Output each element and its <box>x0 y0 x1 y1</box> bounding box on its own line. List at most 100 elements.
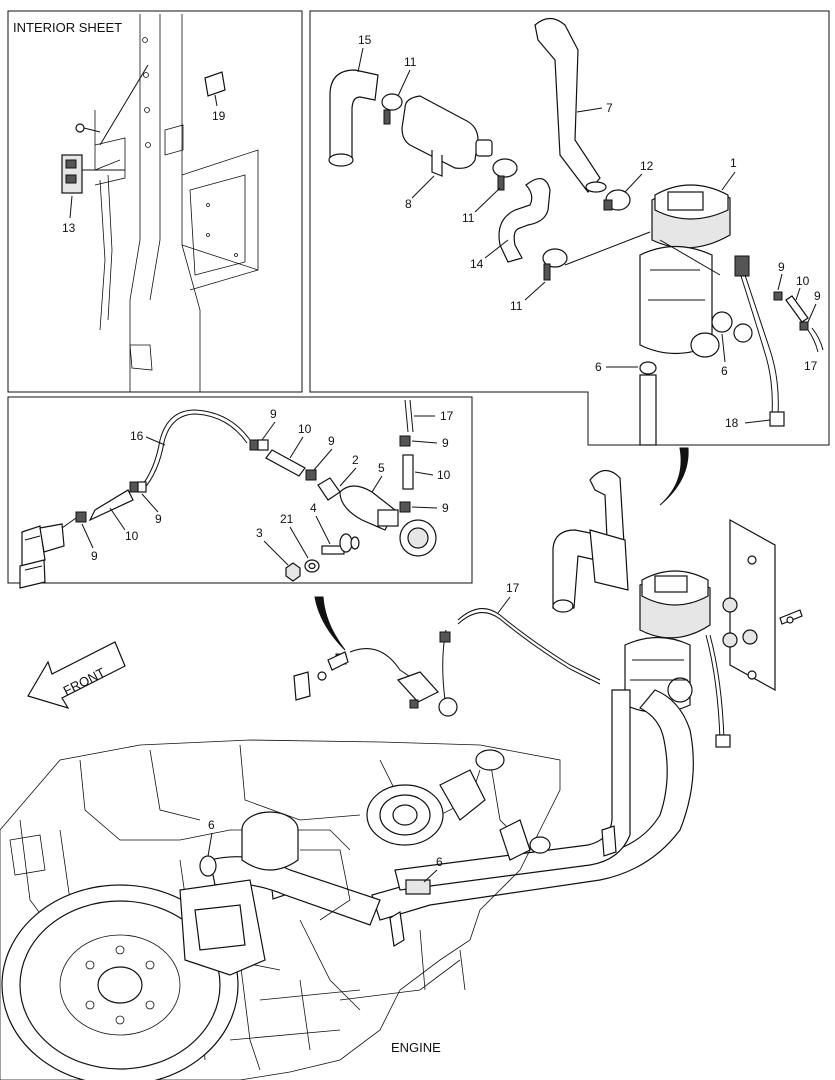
callout-5: 5 <box>378 461 385 475</box>
callout-arrow-left <box>314 596 346 651</box>
callout-6c: 6 <box>208 818 215 832</box>
part-9-fitting-b <box>75 511 87 523</box>
callout-9h: 9 <box>442 501 449 515</box>
leader-4 <box>315 515 331 545</box>
coolant-fitting-6c <box>199 855 217 877</box>
mini-tank-fitting <box>293 651 349 701</box>
callout-12: 12 <box>640 159 654 173</box>
interior-sheet-structure <box>94 14 259 392</box>
mini-fuel-pump <box>335 631 458 717</box>
leader-6c <box>207 832 213 857</box>
part-10-hose-b <box>265 449 306 477</box>
part-18-wire <box>744 274 779 416</box>
callout-13: 13 <box>62 221 76 235</box>
leader-9g <box>411 440 438 444</box>
mounted-heater <box>624 570 711 714</box>
callout-arrow-right <box>659 447 689 506</box>
part-2-pump-inlet <box>317 477 341 501</box>
leader-1 <box>721 171 736 191</box>
part-14-hose <box>498 178 551 263</box>
mounted-elbow-hose <box>552 529 629 613</box>
callout-6b: 6 <box>721 364 728 378</box>
leader-14 <box>484 239 509 259</box>
callout-4: 4 <box>310 501 317 515</box>
heater-assembly-panel <box>309 10 830 446</box>
leader-12 <box>624 173 643 193</box>
engine-flywheel <box>1 884 239 1080</box>
callout-17a: 17 <box>804 359 818 373</box>
part-11-clamp-b <box>492 158 518 191</box>
part-12-clamp <box>603 189 631 211</box>
callout-9c: 9 <box>778 260 785 274</box>
callout-21: 21 <box>280 512 294 526</box>
part-17-line-b <box>404 399 414 433</box>
leader-6d <box>423 869 438 883</box>
part-17-line-a <box>807 329 819 353</box>
leader-10a <box>795 287 801 301</box>
tank-fitting <box>19 517 77 589</box>
interior-sheet-panel <box>7 10 303 393</box>
part-9-fitting-f <box>305 469 317 481</box>
part-9-fitting-e <box>249 439 269 451</box>
callout-10c: 10 <box>437 468 451 482</box>
interior-sheet-title: INTERIOR SHEET <box>13 20 122 35</box>
part-9-fitting-h <box>399 501 411 513</box>
leader-11c-to-heater <box>564 231 651 266</box>
callout-9a: 9 <box>155 512 162 526</box>
engine-turbo <box>366 749 551 861</box>
leader-9f <box>313 448 333 471</box>
part-10-hose-a <box>785 295 809 323</box>
part-18-wire-b <box>740 275 773 416</box>
coolant-fitting-6d <box>405 879 431 895</box>
part-3-nut <box>285 562 301 582</box>
callout-14: 14 <box>470 257 484 271</box>
part-1-heater <box>639 184 750 358</box>
callout-19: 19 <box>212 109 226 123</box>
leader-15 <box>357 47 364 73</box>
leader-3 <box>263 540 289 566</box>
part-9-fitting-g <box>399 435 411 447</box>
callout-6d: 6 <box>436 855 443 869</box>
part-11-clamp-a <box>381 93 403 125</box>
part-11-clamp-c <box>542 248 568 281</box>
part-17-line-a2 <box>811 327 824 351</box>
leader-19b <box>214 94 218 107</box>
callout-9d: 9 <box>814 289 821 303</box>
leader-9a <box>141 493 159 513</box>
callout-9g: 9 <box>442 436 449 450</box>
callout-16: 16 <box>130 429 144 443</box>
hose-detail-panel <box>7 396 473 584</box>
callout-10b: 10 <box>298 422 312 436</box>
leader-21 <box>289 526 309 559</box>
leader-5 <box>371 475 383 493</box>
part-19-pad <box>204 71 226 97</box>
part-9-fitting-d <box>799 321 809 331</box>
part-10-hose-d <box>88 489 134 522</box>
callout-11b: 11 <box>462 211 475 225</box>
coolant-hose-main <box>269 689 694 947</box>
leader-10c <box>414 471 434 476</box>
leader-9d <box>807 303 817 323</box>
part-21-washer <box>304 559 320 573</box>
callout-8: 8 <box>405 197 412 211</box>
callout-6a: 6 <box>595 360 602 374</box>
callout-18: 18 <box>725 416 739 430</box>
part-17-fuel-line-route <box>349 608 601 701</box>
front-direction-arrow: FRONT <box>27 641 126 710</box>
leader-11c <box>524 281 546 301</box>
leader-9c <box>777 273 783 291</box>
part-4-bolt <box>321 533 360 555</box>
part-6-cap <box>733 323 753 343</box>
callout-2: 2 <box>352 453 359 467</box>
part-7-intake-pipe <box>534 17 607 193</box>
leader-18 <box>744 419 771 424</box>
leader-13 <box>69 195 73 219</box>
part-9-fitting-a <box>129 481 147 493</box>
leader-17c <box>497 596 511 614</box>
part-16-fuel-line <box>139 409 251 491</box>
leader-8 <box>411 175 435 199</box>
callout-1: 1 <box>730 156 737 170</box>
callout-9b: 9 <box>91 549 98 563</box>
part-5-fuel-pump <box>339 485 437 557</box>
